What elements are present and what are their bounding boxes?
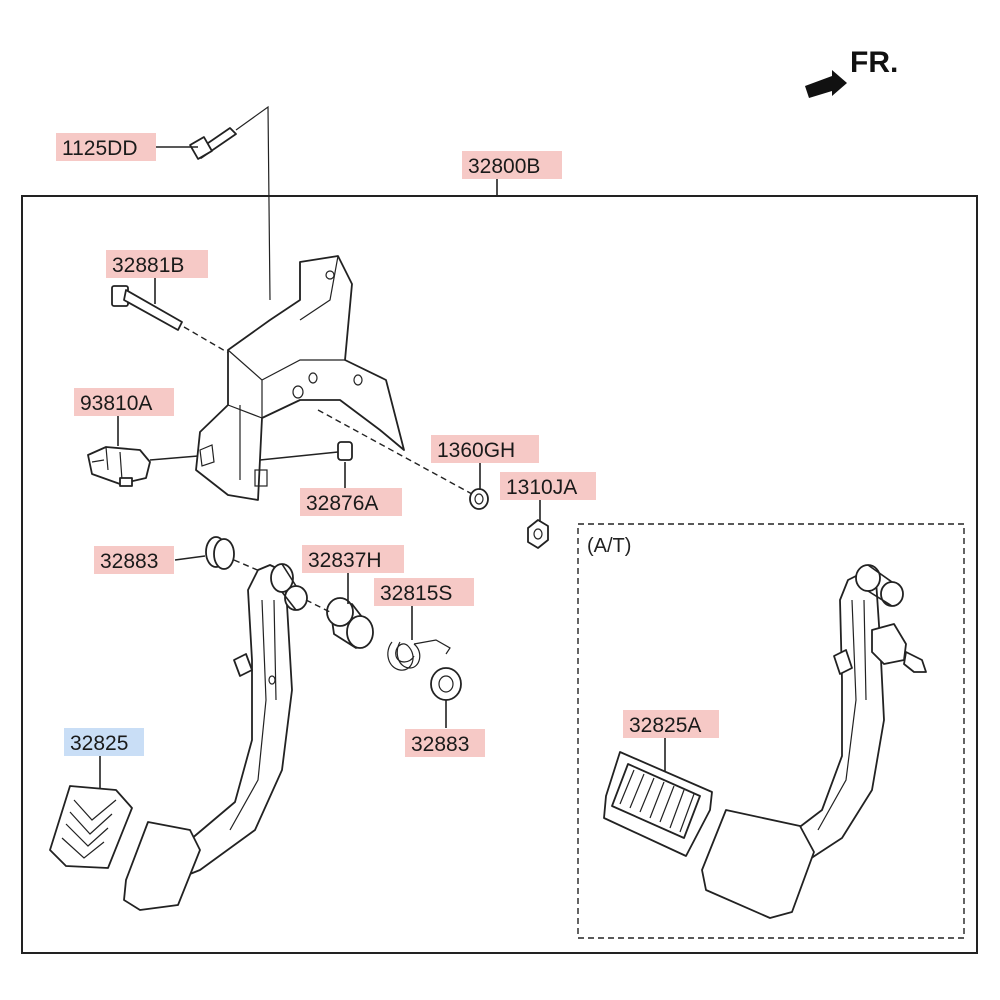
label-32825A[interactable]: 32825A bbox=[623, 710, 719, 738]
switch-93810A-drawing bbox=[87, 446, 151, 487]
section-label: (A/T) bbox=[587, 535, 631, 557]
at-pedal-pad-drawing bbox=[701, 809, 815, 919]
label-1125DD[interactable]: 1125DD bbox=[56, 133, 156, 161]
svg-text:32883: 32883 bbox=[100, 550, 158, 573]
label-32876A[interactable]: 32876A bbox=[300, 488, 402, 516]
svg-text:32837H: 32837H bbox=[308, 549, 382, 572]
svg-text:1310JA: 1310JA bbox=[506, 476, 577, 499]
label-93810A[interactable]: 93810A bbox=[74, 388, 174, 416]
svg-text:32876A: 32876A bbox=[306, 492, 378, 515]
svg-text:93810A: 93810A bbox=[80, 392, 152, 415]
bushing-32883-top-drawing bbox=[205, 536, 235, 570]
pedal-pad-32825A-drawing bbox=[603, 751, 713, 857]
label-32883-top[interactable]: 32883 bbox=[94, 546, 174, 574]
stopper-32876A-drawing bbox=[337, 441, 353, 461]
label-32881B[interactable]: 32881B bbox=[106, 250, 208, 278]
label-32837H[interactable]: 32837H bbox=[302, 545, 404, 573]
label-32883-bottom[interactable]: 32883 bbox=[405, 729, 485, 757]
leader-lines bbox=[99, 146, 666, 788]
assembly-box bbox=[21, 195, 978, 954]
svg-text:32800B: 32800B bbox=[468, 155, 540, 178]
pedal-pad-32825-drawing bbox=[49, 785, 133, 869]
svg-text:32825: 32825 bbox=[70, 732, 128, 755]
svg-text:32825A: 32825A bbox=[629, 714, 701, 737]
svg-text:32881B: 32881B bbox=[112, 254, 184, 277]
svg-text:1125DD: 1125DD bbox=[62, 137, 138, 160]
pedal-bracket-drawing bbox=[195, 255, 405, 501]
svg-text:32883: 32883 bbox=[411, 733, 469, 756]
bushing-32883-bottom-drawing bbox=[430, 667, 462, 701]
front-arrow-icon bbox=[805, 70, 847, 98]
front-label: FR. bbox=[850, 46, 898, 79]
label-32825[interactable]: 32825 bbox=[64, 728, 144, 756]
label-1310JA[interactable]: 1310JA bbox=[500, 472, 596, 500]
label-1360GH[interactable]: 1360GH bbox=[431, 435, 539, 463]
nut-1360GH-drawing bbox=[469, 488, 489, 510]
front-direction-indicator: FR. bbox=[805, 46, 898, 98]
label-32800B[interactable]: 32800B bbox=[462, 151, 562, 179]
label-32815S[interactable]: 32815S bbox=[374, 578, 474, 606]
collar-32837H-drawing bbox=[326, 597, 374, 649]
svg-text:1360GH: 1360GH bbox=[437, 439, 515, 462]
automatic-transmission-section bbox=[577, 523, 965, 939]
bolt-1125DD-drawing bbox=[189, 127, 237, 160]
pedal-pad-drawing bbox=[123, 821, 201, 911]
spring-32815S-drawing bbox=[387, 639, 451, 671]
svg-text:32815S: 32815S bbox=[380, 582, 452, 605]
bolt-32881B-drawing bbox=[111, 285, 183, 331]
nut-1310JA-drawing bbox=[527, 519, 549, 549]
